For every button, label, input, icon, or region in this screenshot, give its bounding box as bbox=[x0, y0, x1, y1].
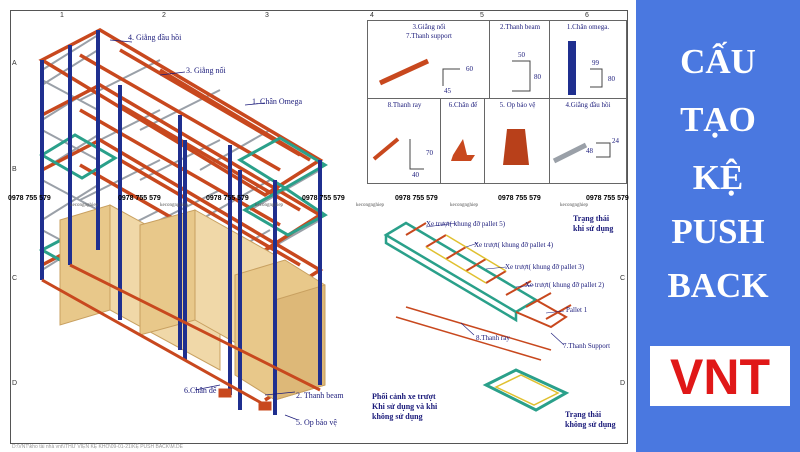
phone-watermark: 0978 755 579 bbox=[118, 195, 161, 202]
phone-watermark: 0978 755 579 bbox=[206, 195, 249, 202]
part-title: 1.Chân omega. bbox=[566, 23, 610, 31]
label-thanh-support: 7.Thanh Support bbox=[563, 342, 611, 350]
dim-label: 60 bbox=[466, 65, 473, 73]
part-title: 2.Thanh beam bbox=[499, 23, 541, 31]
phone-watermark: 0978 755 579 bbox=[586, 195, 629, 202]
part-drawing bbox=[512, 60, 531, 92]
label-chan-de: 6.Chân đế bbox=[184, 386, 217, 395]
dim-label: 24 bbox=[612, 137, 619, 145]
part-cell-op-bao-ve: 5. Op bảo vệ bbox=[484, 98, 551, 184]
push-back-rack-drawing bbox=[38, 28, 328, 421]
grid-letter: B bbox=[12, 166, 17, 173]
title-panel: CẤU TẠO KỆ PUSH BACK VNT bbox=[636, 0, 800, 452]
part-title: 5. Op bảo vệ bbox=[499, 101, 536, 109]
brand-logo-box: VNT bbox=[650, 346, 790, 406]
dim-label: 70 bbox=[426, 149, 433, 157]
dim-label: 80 bbox=[534, 73, 541, 81]
logo-watermark: kecongnghiep bbox=[450, 203, 479, 208]
title-line: KỆ bbox=[692, 158, 744, 197]
part-cell-chan-de: 6.Chân đế bbox=[440, 98, 486, 184]
part-drawing bbox=[503, 129, 529, 165]
dim-label: 40 bbox=[412, 171, 419, 179]
drawing-frame bbox=[10, 10, 628, 444]
grid-letter: D bbox=[620, 380, 626, 387]
base-group bbox=[41, 263, 321, 411]
grid-letter: A bbox=[12, 60, 17, 67]
label-cart-5: Xe trượt( khung đỡ pallet 5) bbox=[426, 220, 506, 228]
part-drawing bbox=[568, 41, 603, 95]
title-line: CẤU bbox=[680, 42, 756, 81]
label-cart-3: Xe trượt( khung đỡ pallet 3) bbox=[505, 263, 585, 271]
label-giang-dau-hoi: 4. Giằng đầu hồi bbox=[128, 33, 182, 42]
caption-in-use: Trạng thái khi sử dụng bbox=[573, 214, 614, 233]
part-title: 6.Chân đế bbox=[448, 101, 478, 109]
label-giang-noi: 3. Giằng nối bbox=[186, 66, 226, 75]
title-line: TẠO bbox=[680, 100, 756, 139]
label-pallet-1: Pallet 1 bbox=[566, 306, 588, 314]
label-cart-2: Xe trượt( khung đỡ pallet 2) bbox=[525, 281, 605, 289]
upright-group bbox=[40, 30, 322, 415]
part-cell-giang-noi: 3.Giằng nối 7.Thanh support 60 45 bbox=[367, 20, 491, 100]
part-title: 3.Giằng nối 7.Thanh support bbox=[406, 23, 452, 40]
part-cell-thanh-beam: 2.Thanh beam 50 80 bbox=[489, 20, 551, 100]
logo-watermark: kecongnghiep bbox=[356, 203, 385, 208]
phone-watermark: 0978 755 579 bbox=[498, 195, 541, 202]
part-cell-chan-omega: 1.Chân omega. 99 80 bbox=[549, 20, 627, 100]
brand-logo: VNT bbox=[670, 349, 770, 405]
grid-number: 6 bbox=[585, 12, 589, 19]
grid-number: 4 bbox=[370, 12, 374, 19]
part-drawing bbox=[372, 137, 424, 170]
dim-label: 48 bbox=[586, 147, 593, 155]
dim-label: 80 bbox=[608, 75, 615, 83]
phone-watermark: 0978 755 579 bbox=[302, 195, 345, 202]
part-drawing bbox=[378, 58, 460, 86]
label-chan-omega: 1. Chân Omega bbox=[252, 97, 302, 106]
grid-number: 5 bbox=[480, 12, 484, 19]
part-drawing bbox=[552, 142, 611, 164]
grid-letter: C bbox=[12, 275, 18, 282]
pallet-boxes bbox=[59, 204, 326, 401]
logo-watermark: kecongnghiep bbox=[255, 203, 284, 208]
grid-number: 3 bbox=[265, 12, 269, 19]
grid-number: 1 bbox=[60, 12, 64, 19]
logo-watermark: kecongnghiep bbox=[560, 203, 589, 208]
logo-watermark: kecongnghiep bbox=[160, 203, 189, 208]
logo-watermark: kecongnghiep bbox=[70, 203, 99, 208]
part-drawing bbox=[451, 139, 475, 161]
caption-perspective: Phối cảnh xe trượt Khi sử dụng và khi kh… bbox=[372, 392, 438, 421]
part-title: 4.Giằng đầu hồi bbox=[565, 101, 611, 109]
grid-letter: D bbox=[12, 380, 18, 387]
grid-letter: C bbox=[620, 275, 626, 282]
dim-label: 99 bbox=[592, 59, 599, 67]
label-thanh-ray: 8.Thanh ray bbox=[476, 334, 510, 342]
part-title: 8.Thanh ray bbox=[387, 101, 422, 109]
leader-lines bbox=[109, 39, 299, 421]
phone-watermark: 0978 755 579 bbox=[8, 195, 51, 202]
label-cart-4: Xe trượt( khung đỡ pallet 4) bbox=[474, 241, 554, 249]
phone-watermark: 0978 755 579 bbox=[395, 195, 438, 202]
title-line: BACK bbox=[667, 266, 769, 305]
push-back-carts-drawing bbox=[383, 221, 572, 412]
caption-not-in-use: Trạng thái không sử dụng bbox=[565, 410, 616, 429]
label-thanh-beam: 2. Thanh beam bbox=[296, 391, 344, 400]
dim-label: 45 bbox=[444, 87, 451, 95]
grid-number: 2 bbox=[162, 12, 166, 19]
part-cell-thanh-ray: 8.Thanh ray 70 40 bbox=[367, 98, 442, 184]
dim-label: 50 bbox=[518, 51, 525, 59]
label-op-bao-ve: 5. Op bảo vệ bbox=[296, 418, 337, 427]
title-line: PUSH bbox=[671, 212, 765, 251]
drawing-sheet: 1 2 3 4 5 6 A B C D A B C D bbox=[8, 10, 629, 450]
part-cell-giang-dau-hoi: 4.Giằng đầu hồi 24 48 bbox=[549, 98, 627, 184]
file-path-footer: D:\VNT\kho tài nhà vnt\\THƯ VIỆN KỆ KHO\… bbox=[12, 444, 183, 450]
